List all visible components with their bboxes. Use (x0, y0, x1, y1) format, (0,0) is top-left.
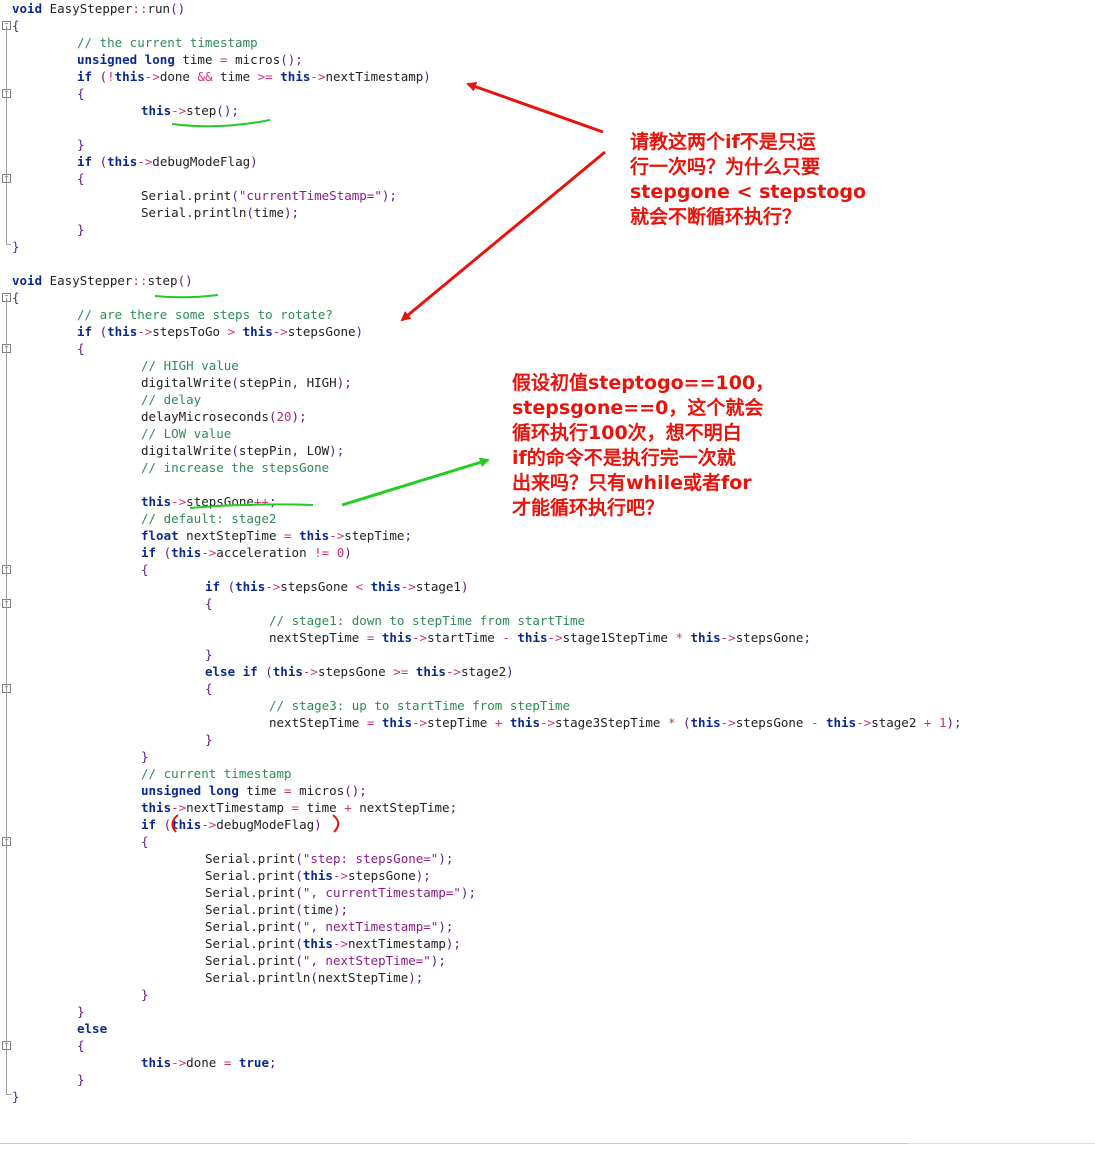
code-line[interactable]: this->done = true; (141, 1055, 277, 1070)
code-line[interactable]: digitalWrite(stepPin, LOW); (141, 443, 345, 458)
code-line[interactable]: } (77, 222, 85, 237)
code-line[interactable]: { (12, 18, 20, 33)
code-line[interactable]: } (12, 1089, 20, 1104)
code-line[interactable]: } (205, 732, 213, 747)
code-line[interactable]: if (this->acceleration != 0) (141, 545, 352, 560)
window-bottom-border (0, 1143, 908, 1144)
code-line[interactable]: Serial.print(", currentTimestamp="); (205, 885, 476, 900)
code-line[interactable]: Serial.print(this->stepsGone); (205, 868, 431, 883)
code-line[interactable]: } (77, 137, 85, 152)
code-line[interactable]: Serial.print(this->nextTimestamp); (205, 936, 461, 951)
code-line[interactable]: } (77, 1004, 85, 1019)
fold-guide (6, 26, 7, 244)
code-line[interactable]: unsigned long time = micros(); (141, 783, 367, 798)
code-line[interactable]: // the current timestamp (77, 35, 258, 50)
code-line[interactable]: if (!this->done && time >= this->nextTim… (77, 69, 431, 84)
red-arrow-to-step-if (400, 150, 606, 322)
code-line[interactable]: Serial.print("step: stepsGone="); (205, 851, 454, 866)
code-line[interactable]: { (205, 681, 213, 696)
code-line[interactable]: if (this->debugModeFlag) (141, 817, 322, 832)
code-line[interactable]: else (77, 1021, 108, 1036)
code-line[interactable]: // default: stage2 (141, 511, 277, 526)
code-line[interactable]: delayMicroseconds(20); (141, 409, 307, 424)
code-line[interactable]: nextStepTime = this->stepTime + this->st… (269, 715, 962, 730)
code-line[interactable]: unsigned long time = micros(); (77, 52, 303, 67)
code-line[interactable]: } (77, 1072, 85, 1087)
fold-guide (6, 298, 7, 1094)
code-line[interactable]: } (12, 239, 20, 254)
code-line[interactable]: // stage3: up to startTime from stepTime (269, 698, 571, 713)
code-line[interactable]: { (141, 834, 149, 849)
code-line[interactable]: { (141, 562, 149, 577)
code-line[interactable]: // LOW value (141, 426, 232, 441)
code-line[interactable]: } (205, 647, 213, 662)
code-line[interactable]: { (77, 341, 85, 356)
code-line[interactable]: if (this->debugModeFlag) (77, 154, 258, 169)
code-line[interactable]: nextStepTime = this->startTime - this->s… (269, 630, 811, 645)
code-line[interactable]: // current timestamp (141, 766, 292, 781)
fold-guide-end (6, 244, 11, 245)
code-line[interactable]: Serial.print("currentTimeStamp="); (141, 188, 397, 203)
code-line[interactable]: digitalWrite(stepPin, HIGH); (141, 375, 352, 390)
green-arrow-to-note (341, 457, 490, 507)
code-line[interactable]: // HIGH value (141, 358, 239, 373)
code-line[interactable]: this->step(); (141, 103, 239, 118)
code-line[interactable]: if (this->stepsToGo > this->stepsGone) (77, 324, 364, 339)
code-line[interactable]: Serial.print(time); (205, 902, 349, 917)
annotation-question-2: 假设初值steptogo==100， stepsgone==0，这个就会 循环执… (512, 372, 775, 519)
code-line[interactable]: Serial.print(", nextStepTime="); (205, 953, 446, 968)
code-line[interactable]: Serial.println(time); (141, 205, 300, 220)
red-paren-mark (171, 814, 179, 833)
code-line[interactable]: { (77, 171, 85, 186)
red-arrow-to-run-if (466, 81, 604, 134)
code-line[interactable]: } (141, 749, 149, 764)
code-line[interactable]: else if (this->stepsGone >= this->stage2… (205, 664, 514, 679)
green-underline-step-call (171, 119, 271, 128)
code-line[interactable]: // delay (141, 392, 202, 407)
code-line[interactable]: void EasyStepper::step() (12, 273, 193, 288)
code-line[interactable]: Serial.print(", nextTimestamp="); (205, 919, 454, 934)
code-line[interactable]: } (141, 987, 149, 1002)
green-underline-stepsgone (189, 503, 314, 509)
code-line[interactable]: void EasyStepper::run() (12, 1, 186, 16)
code-line[interactable]: // are there some steps to rotate? (77, 307, 333, 322)
code-line[interactable]: { (205, 596, 213, 611)
annotation-question-1: 请教这两个if不是只运 行一次吗？为什么只要 stepgone < stepst… (630, 131, 867, 228)
code-line[interactable]: { (77, 86, 85, 101)
code-line[interactable]: Serial.println(nextStepTime); (205, 970, 424, 985)
green-underline-step-def (154, 294, 219, 299)
code-line[interactable]: { (77, 1038, 85, 1053)
fold-gutter (0, 0, 14, 1110)
window-bottom-border-right (908, 1143, 1095, 1144)
code-line[interactable]: if (this->stepsGone < this->stage1) (205, 579, 469, 594)
fold-guide-end (6, 1094, 11, 1095)
code-line[interactable]: float nextStepTime = this->stepTime; (141, 528, 412, 543)
code-line[interactable]: // increase the stepsGone (141, 460, 330, 475)
code-line[interactable]: // stage1: down to stepTime from startTi… (269, 613, 586, 628)
code-line[interactable]: this->nextTimestamp = time + nextStepTim… (141, 800, 458, 815)
red-paren-mark-right (332, 814, 340, 833)
code-line[interactable]: { (12, 290, 20, 305)
